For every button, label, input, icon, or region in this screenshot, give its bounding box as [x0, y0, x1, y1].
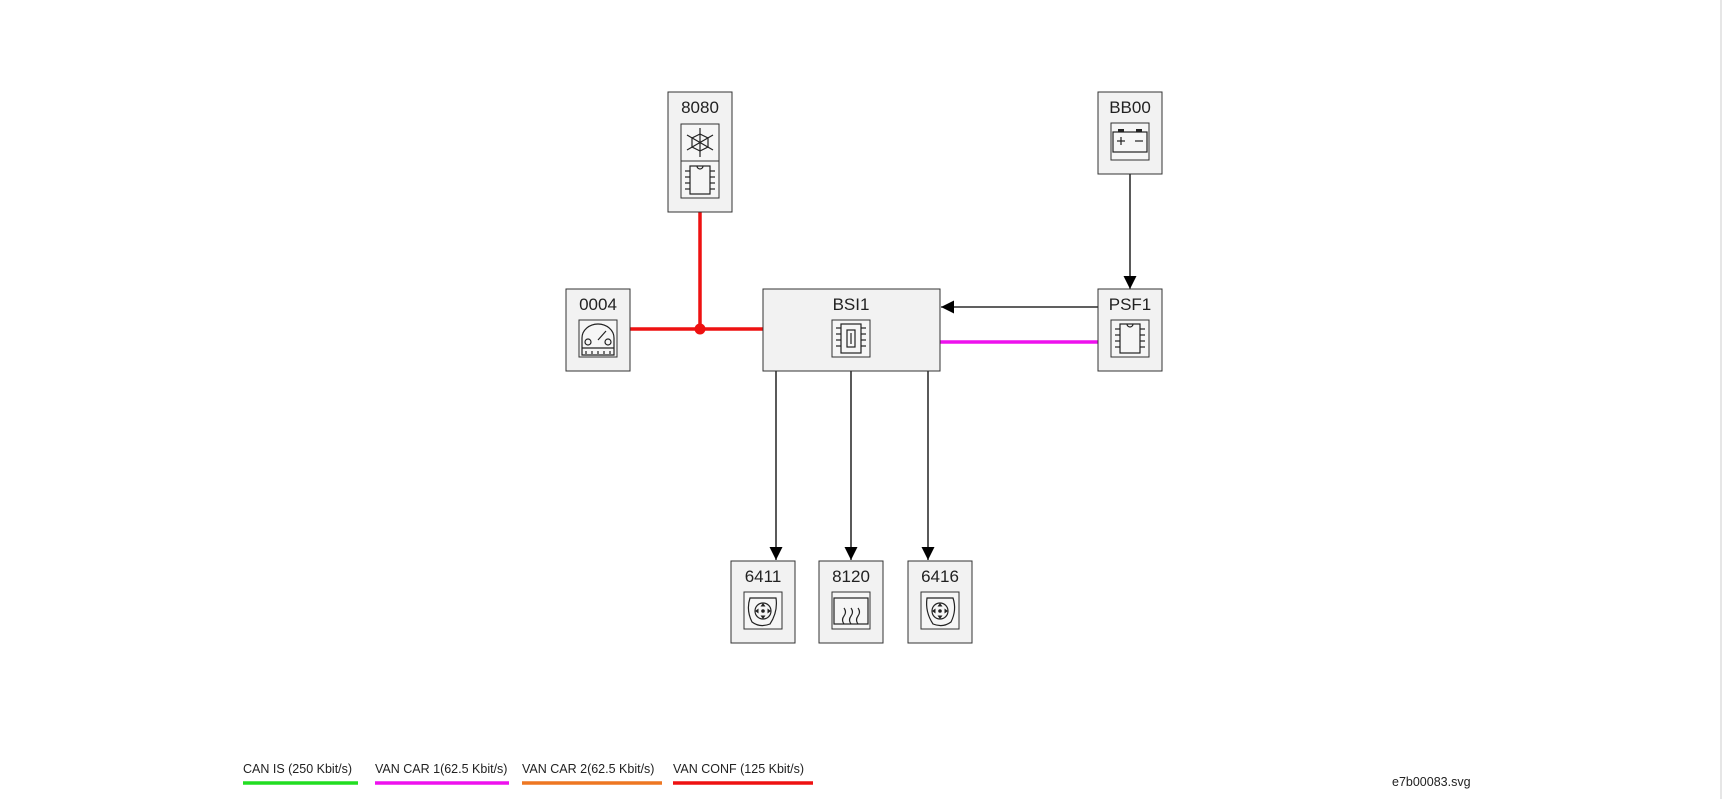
- node-bsi1[interactable]: BSI1: [762, 288, 941, 372]
- legend-item-van-conf: VAN CONF (125 Kbit/s): [673, 762, 813, 785]
- mirror-adjust-icon: [920, 591, 960, 630]
- legend-label: VAN CONF (125 Kbit/s): [673, 762, 804, 776]
- node-label: 6411: [745, 567, 782, 586]
- instrument-gauge-icon: [578, 319, 618, 358]
- diagram-filename: e7b00083.svg: [1392, 775, 1471, 789]
- legend-item-van-car1: VAN CAR 1(62.5 Kbit/s): [375, 762, 509, 785]
- node-label: 8120: [832, 567, 870, 586]
- node-label: BSI1: [833, 295, 870, 314]
- node-label: 6416: [921, 567, 959, 586]
- legend-item-can-is: CAN IS (250 Kbit/s): [243, 762, 358, 785]
- heated-rear-screen-icon: [831, 591, 871, 630]
- mirror-adjust-icon: [743, 591, 783, 630]
- fuse-ecu-icon: [831, 319, 871, 358]
- chip-icon: [680, 160, 720, 199]
- chip-icon: [1110, 319, 1150, 358]
- node-6416[interactable]: 6416: [907, 560, 973, 644]
- legend-label: VAN CAR 2(62.5 Kbit/s): [522, 762, 654, 776]
- node-0004[interactable]: 0004: [565, 288, 631, 372]
- legend-item-van-car2: VAN CAR 2(62.5 Kbit/s): [522, 762, 662, 785]
- node-bb00[interactable]: BB00: [1097, 91, 1163, 175]
- node-label: 0004: [579, 295, 617, 314]
- node-8120[interactable]: 8120: [818, 560, 884, 644]
- legend-label: VAN CAR 1(62.5 Kbit/s): [375, 762, 507, 776]
- legend: CAN IS (250 Kbit/s) VAN CAR 1(62.5 Kbit/…: [243, 762, 813, 785]
- node-psf1[interactable]: PSF1: [1097, 288, 1163, 372]
- node-label: 8080: [681, 98, 719, 117]
- node-label: BB00: [1109, 98, 1151, 117]
- legend-label: CAN IS (250 Kbit/s): [243, 762, 352, 776]
- node-label: PSF1: [1109, 295, 1152, 314]
- battery-icon: [1110, 122, 1150, 161]
- node-8080[interactable]: 8080: [667, 91, 733, 213]
- node-6411[interactable]: 6411: [730, 560, 796, 644]
- bus-junction: [694, 323, 706, 335]
- snowflake-icon: [680, 123, 720, 162]
